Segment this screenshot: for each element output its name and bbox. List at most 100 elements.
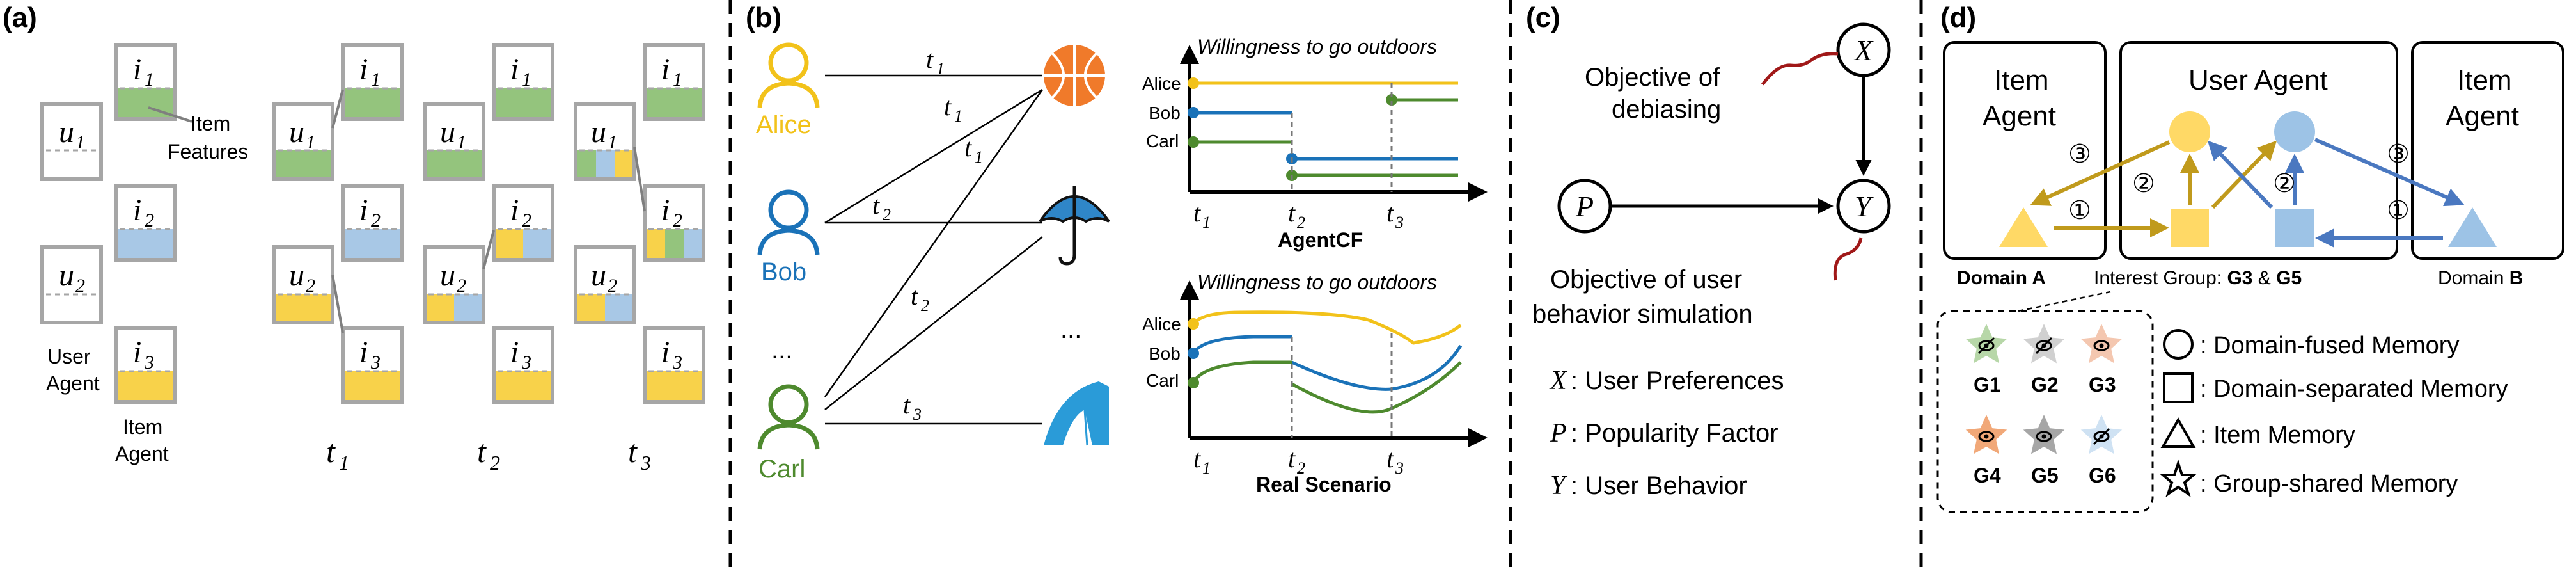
agentcf-legend-carl: Carl: [1146, 131, 1179, 151]
edge-t3-sub: 3: [913, 405, 922, 424]
panel-d-label: (d): [1940, 2, 1976, 33]
group-box-pointer: [2018, 291, 2111, 312]
legend-y-symbol: Y: [1550, 471, 1568, 500]
agentcf-legend-alice: Alice: [1142, 74, 1181, 93]
objective-sim-line2: behavior simulation: [1532, 300, 1753, 328]
legend-p-symbol: P: [1550, 419, 1567, 448]
t2-i1-symbol: i: [510, 52, 519, 86]
legend-group-text: : Group-shared Memory: [2200, 470, 2458, 497]
edge-t1b-sub: 1: [954, 107, 962, 125]
agent-box-u1: u 1: [40, 102, 103, 181]
agentcf-alice-point: [1188, 77, 1199, 89]
t2-i3-subscript: 3: [521, 352, 531, 373]
t2-label-subscript: 2: [490, 451, 500, 474]
step1-left-label: ①: [2068, 196, 2091, 225]
real-tick-t1: t: [1193, 444, 1201, 473]
agentcf-legend-bob: Bob: [1149, 103, 1181, 123]
t1-u2-subscript: 2: [306, 275, 315, 296]
eye-slash-icon: [2036, 340, 2052, 351]
legend-p-text: : Popularity Factor: [1571, 419, 1779, 447]
legend-x-text: : User Preferences: [1571, 367, 1784, 395]
carl-icon: [757, 384, 820, 450]
eye-pupil: [2041, 434, 2046, 439]
eye-slash-stroke: [1977, 337, 1995, 355]
node-p-label: P: [1575, 190, 1594, 223]
objective-sim-line1: Objective of user: [1550, 266, 1742, 294]
t2-i2-subscript: 2: [522, 210, 531, 231]
step3-left-label: ③: [2068, 140, 2091, 168]
group-label-g2: G2: [2031, 373, 2059, 396]
agentcf-chart: Willingness to go outdoors Alice Bob Car…: [1142, 35, 1488, 252]
i2-subscript: 2: [145, 210, 154, 231]
legend-y-text: : User Behavior: [1571, 472, 1747, 500]
user-agent-label-2: Agent: [46, 372, 100, 395]
eye-pupil: [1984, 434, 1989, 439]
item-agent-left-line1: Item: [1994, 65, 2049, 96]
item-agent-left-line2: Agent: [1983, 100, 2056, 132]
legend-item-text: : Item Memory: [2200, 422, 2355, 449]
agent-box-i1: i 1: [114, 43, 177, 121]
agentcf-carl-point-3: [1386, 94, 1397, 106]
panel-a: (a) u 1 u 2 i 1 i 2: [3, 2, 705, 474]
legend-separated-text: : Domain-separated Memory: [2200, 376, 2508, 403]
basketball-icon: [1044, 45, 1105, 106]
group-label-g6: G6: [2089, 464, 2116, 487]
t2-i1-subscript: 1: [522, 69, 531, 90]
edge-t1a-sub: 1: [936, 60, 945, 78]
item-agent-right-line2: Agent: [2446, 100, 2519, 132]
arrow-step2-right-cross: [2207, 140, 2274, 209]
edge-t2b: t: [911, 282, 918, 310]
real-carl-curve-1: [1191, 360, 1292, 384]
real-chart-title: Willingness to go outdoors: [1197, 271, 1437, 294]
item-features-label-1: Item: [191, 112, 230, 135]
agentcf-tick-t1-sub: 1: [1202, 213, 1211, 232]
agentcf-tick-t2-sub: 2: [1297, 213, 1305, 232]
group-label-g1: G1: [1974, 373, 2001, 396]
panel-d: (d) Item Agent User Agent Item Agent ③ ①…: [1936, 2, 2564, 513]
panel-a-label: (a): [3, 2, 37, 33]
fused-memory-yellow-circle: [2169, 111, 2210, 152]
umbrella-icon: [1039, 186, 1110, 266]
domain-a-label: Domain A: [1957, 268, 2046, 289]
t3-i2-subscript: 2: [673, 210, 682, 231]
bob-icon: [757, 189, 820, 255]
eye-slash-stroke: [2035, 337, 2053, 355]
timestep-t3-group: u 1 u 2 i 1 i 2 i 3 t: [574, 43, 705, 474]
node-p: [1557, 179, 1612, 234]
step3-right-label: ③: [2387, 140, 2410, 168]
agentcf-tick-t3-sub: 3: [1395, 213, 1404, 232]
t2-i2-symbol: i: [510, 193, 519, 227]
t3-u1-symbol: u: [591, 115, 606, 149]
arrow-step3-left: [2030, 140, 2171, 206]
timestep-t1-group: u 1 u 2 i 1 i 2 i 3 t 1: [272, 43, 404, 474]
eye-slash-icon: [1978, 340, 1995, 351]
real-bob-curve-1: [1191, 335, 1292, 355]
t3-u2-subscript: 2: [608, 275, 617, 296]
eye-icon: [1978, 431, 1995, 442]
interest-group-label: Interest Group: G3 & G5: [2094, 268, 2302, 289]
agent-box-u2: u 2: [40, 245, 103, 324]
debias-connector: [1761, 52, 1839, 86]
item-agent-left-box: [1943, 41, 2107, 260]
t3-i2-symbol: i: [661, 193, 670, 227]
edge-t1a: t: [926, 45, 934, 74]
panel-c: (c) X P Y Objective of debiasing Objecti…: [1526, 2, 1891, 500]
alice-icon: [757, 42, 820, 108]
node-x: [1836, 22, 1891, 77]
item-memory-right-triangle: [2448, 207, 2497, 247]
real-tick-t1-sub: 1: [1202, 459, 1211, 477]
t1-i1-subscript: 1: [371, 69, 381, 90]
legend-separated-square-icon: [2163, 372, 2194, 403]
group-label-g4: G4: [1974, 464, 2001, 487]
t1-i2-subscript: 2: [371, 210, 381, 231]
user-agent-title: User Agent: [2188, 65, 2328, 96]
t1-label: t: [326, 433, 336, 469]
t3-label: t: [628, 433, 638, 469]
t1-u2-symbol: u: [289, 259, 304, 292]
real-tick-t3-sub: 3: [1395, 459, 1404, 477]
i1-subscript: 1: [145, 69, 154, 90]
item-features-pointer: [148, 106, 192, 123]
agent-box-i3: i 3: [114, 326, 177, 404]
eye-slash-icon: [2093, 431, 2110, 442]
